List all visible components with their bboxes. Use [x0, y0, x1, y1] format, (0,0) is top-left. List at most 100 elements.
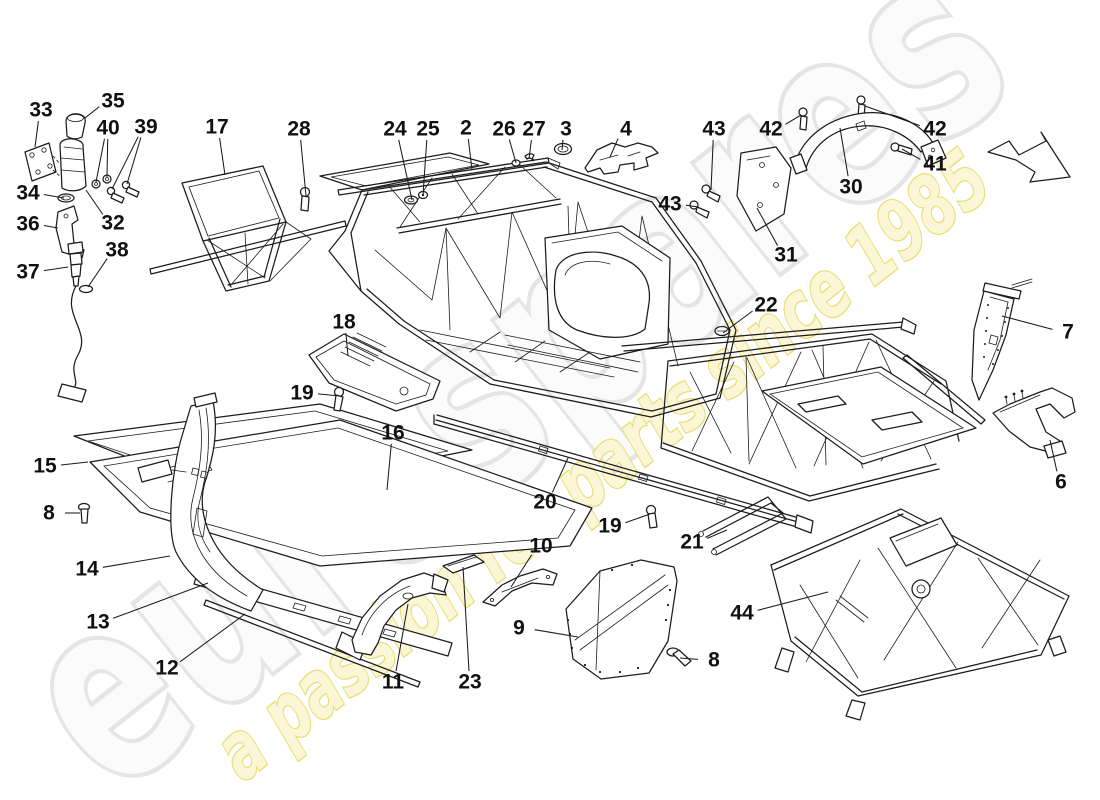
part-number-label: 30	[839, 176, 862, 199]
leader-line	[756, 207, 779, 246]
part-number-label: 19	[290, 382, 313, 405]
part-11-wheelarch-section	[335, 572, 449, 661]
leader-line	[112, 582, 209, 619]
part-number-label: 34	[16, 182, 40, 205]
part-30-hoop	[789, 112, 947, 175]
leader-line	[60, 461, 89, 466]
part-number-label: 43	[702, 118, 725, 141]
part-17-front-frame	[181, 165, 312, 292]
part-14-a-pillar	[137, 392, 264, 612]
leader-line	[126, 137, 142, 185]
part-number-label: 42	[759, 118, 782, 141]
leader-line	[95, 138, 106, 183]
leader-line	[345, 332, 349, 357]
leader-line	[901, 148, 921, 160]
loose-diagonal-tube	[902, 354, 986, 425]
part-number-label: 12	[155, 657, 178, 680]
part-number-label: 43	[658, 193, 681, 216]
leader-line	[508, 139, 517, 164]
leader-line	[85, 189, 104, 215]
leader-line	[534, 629, 579, 638]
part-2-tube-rear	[149, 220, 347, 275]
part-number-label: 33	[29, 99, 52, 122]
leader-line	[219, 137, 226, 176]
part-number-label: 25	[416, 118, 440, 141]
part-16-floor-panel	[89, 419, 593, 567]
part-21-bracket	[698, 496, 787, 556]
leader-line	[864, 105, 920, 127]
part-number-label: 3	[560, 118, 572, 141]
leader-line	[1001, 315, 1053, 330]
part-18-vented-panel	[308, 332, 441, 412]
part-38-pellet	[78, 284, 94, 294]
part-32-pump-body	[59, 138, 87, 192]
part-number-label: 11	[382, 671, 405, 694]
part-number-label: 22	[754, 294, 777, 317]
part-number-label: 15	[33, 455, 57, 478]
leader-line	[551, 457, 569, 493]
leader-line	[395, 603, 409, 672]
part-number-label: 7	[1062, 321, 1074, 344]
leader-line	[43, 224, 59, 229]
leader-line	[317, 393, 341, 397]
part-4-bracket-plate	[584, 142, 659, 175]
leader-line	[561, 139, 564, 151]
part-number-label: 4	[620, 118, 632, 141]
part-number-label: 14	[75, 558, 99, 581]
part-number-label: 37	[16, 261, 39, 284]
leader-line	[1049, 439, 1058, 472]
part-number-label: 23	[458, 671, 481, 694]
part-number-label: 36	[16, 213, 39, 236]
part-number-label: 31	[774, 244, 798, 267]
part-number-label: 35	[101, 90, 125, 113]
main-chassis-frame	[319, 152, 737, 418]
part-34-ring	[57, 193, 75, 203]
part-24-grommet	[403, 195, 419, 205]
part-2-long-tube	[337, 157, 561, 196]
part-44-rear-subframe	[770, 508, 1070, 721]
leader-line	[34, 120, 39, 148]
leader-line	[179, 613, 246, 663]
part-number-label: 2	[460, 117, 472, 140]
leader-line	[722, 310, 753, 334]
part-number-label: 9	[513, 617, 525, 640]
part-number-label: 8	[708, 649, 720, 672]
part-12-sill-strip	[203, 599, 421, 688]
part-number-label: 10	[529, 535, 552, 558]
part-42-screw-left	[798, 107, 808, 131]
part-27-clip	[524, 153, 535, 162]
part-20-sill-rail	[433, 414, 814, 534]
part-number-label: 44	[730, 602, 754, 625]
leader-line	[510, 554, 533, 588]
part-number-label: 39	[134, 116, 157, 139]
leader-line	[710, 139, 714, 191]
leader-line	[386, 443, 392, 491]
leader-line	[102, 555, 171, 568]
part-number-label: 26	[492, 118, 515, 141]
part-number-label: 38	[105, 239, 129, 262]
part-6-corner-bracket	[992, 387, 1076, 459]
leader-line	[839, 127, 849, 177]
leader-line	[706, 529, 728, 539]
leader-line	[84, 106, 100, 119]
part-28-bolt	[299, 186, 311, 212]
leader-line	[422, 139, 428, 196]
part-9-box-panel	[565, 559, 678, 680]
part-number-label: 8	[43, 502, 55, 525]
part-31-gusset-plate	[736, 146, 792, 232]
leader-line	[43, 193, 65, 199]
part-39-bolts	[106, 180, 140, 204]
part-number-label: 32	[101, 212, 124, 235]
leader-line	[462, 566, 470, 672]
part-number-label: 13	[86, 611, 109, 634]
part-number-label: 19	[598, 515, 621, 538]
leader-line	[398, 139, 413, 201]
part-number-label: 17	[205, 116, 228, 139]
leader-line	[785, 114, 802, 125]
leader-line	[87, 258, 108, 288]
leader-line	[300, 139, 307, 197]
part-33-hinge-plate	[24, 142, 65, 182]
part-19-screw-right	[645, 504, 658, 529]
part-43-bolts	[689, 184, 721, 219]
